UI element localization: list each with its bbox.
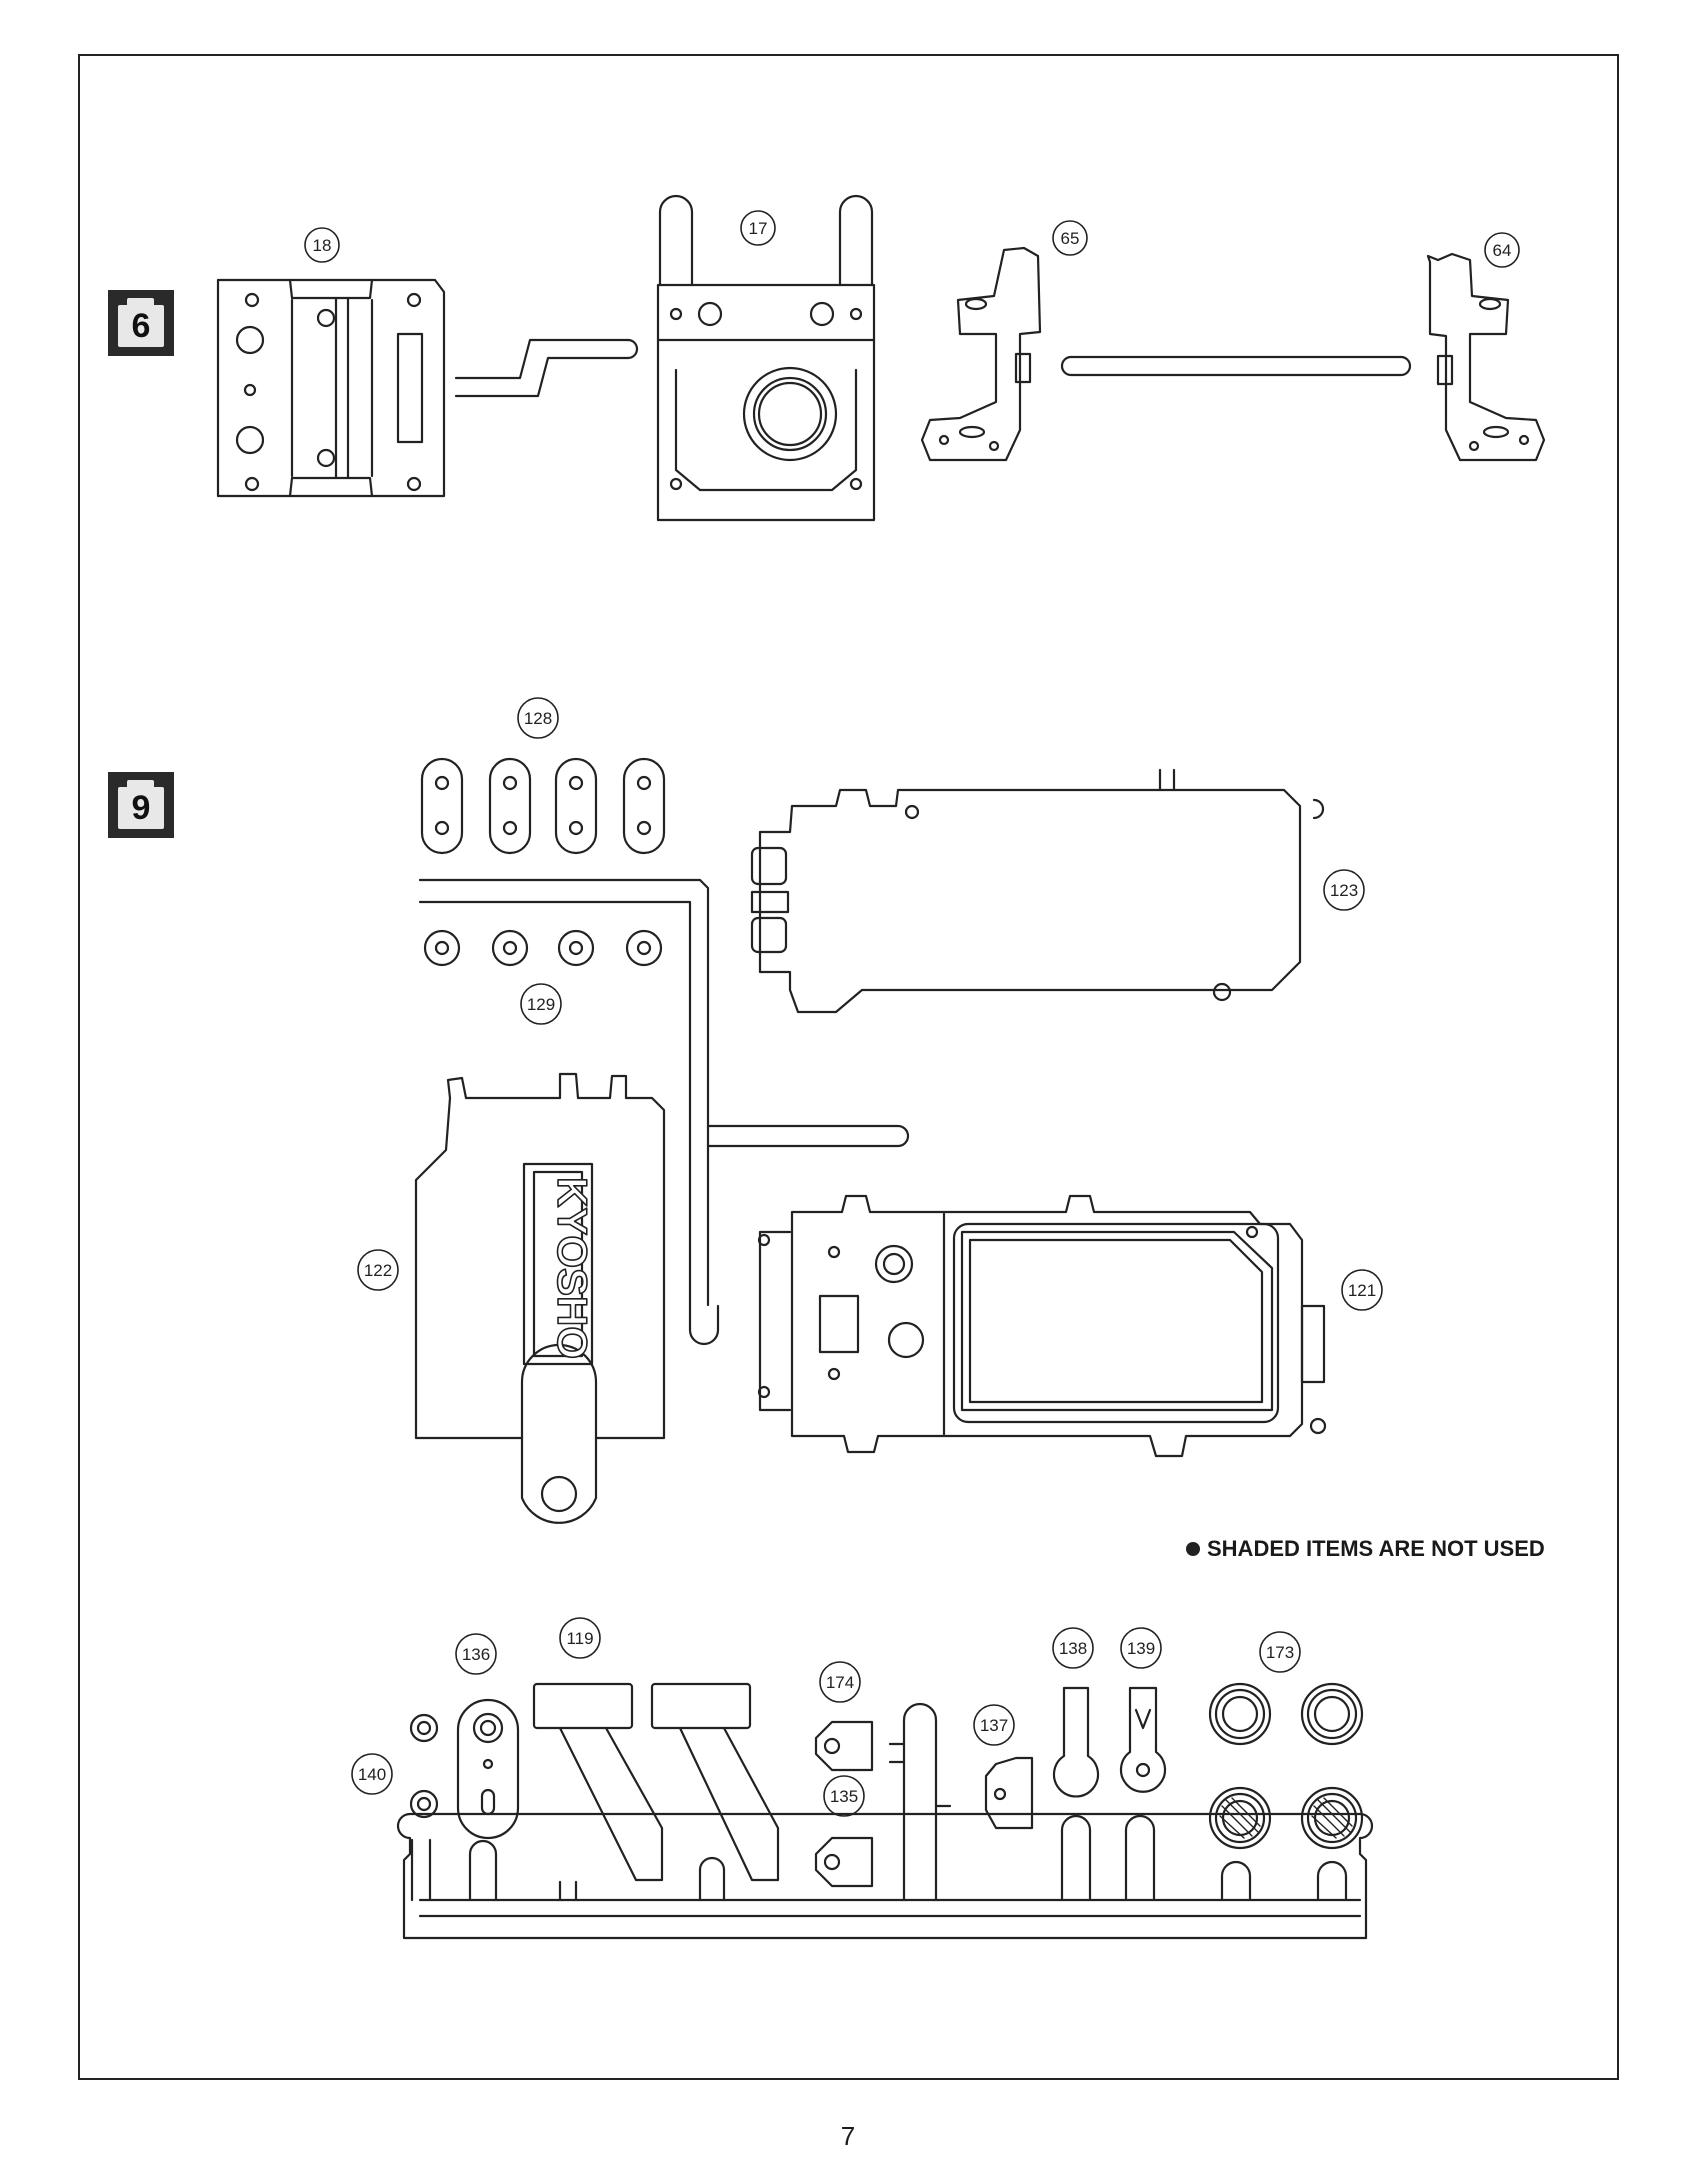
callout-64 xyxy=(1484,232,1520,268)
callout-136 xyxy=(455,1633,497,1675)
page-number: 7 xyxy=(840,2121,856,2151)
part-number-123: 123 xyxy=(1330,881,1358,900)
callout-139 xyxy=(1120,1627,1162,1669)
part-123-box-lid xyxy=(750,768,1325,1014)
callout-17 xyxy=(740,210,776,246)
part-number-135: 135 xyxy=(830,1787,858,1806)
part-121-box-base xyxy=(757,1194,1327,1458)
part-numbers: 18 17 65 64 128 129 123 122 121 136 119 … xyxy=(313,219,1512,1806)
notice: SHADED ITEMS ARE NOT USED xyxy=(1186,1536,1545,1562)
bullet-icon xyxy=(1186,1542,1200,1556)
callout-128 xyxy=(517,697,559,739)
part-number-137: 137 xyxy=(980,1716,1008,1735)
sprue-runner xyxy=(454,338,630,398)
part-number-140: 140 xyxy=(358,1765,386,1784)
sprue-runner xyxy=(706,1124,910,1148)
step-9-icon: 9 xyxy=(108,772,174,838)
part-129-washers xyxy=(423,929,663,967)
part-callouts xyxy=(304,210,1520,1817)
sprue-runner xyxy=(1060,355,1412,377)
part-number-17: 17 xyxy=(749,219,768,238)
part-number-122: 122 xyxy=(364,1261,392,1280)
callout-18 xyxy=(304,227,340,263)
part-140-washers xyxy=(409,1713,439,1819)
part-128-links xyxy=(420,757,666,855)
kyosho-logo: KYOSHO xyxy=(549,1177,596,1359)
part-119-pedals xyxy=(532,1682,780,1882)
part-135-tab xyxy=(814,1836,874,1888)
part-number-64: 64 xyxy=(1493,241,1512,260)
callout-140 xyxy=(351,1753,393,1795)
sprue-stubs xyxy=(410,1702,1348,1902)
part-139-arm xyxy=(1119,1686,1167,1793)
part-number-139: 139 xyxy=(1127,1639,1155,1658)
callout-129 xyxy=(520,983,562,1025)
part-number-121: 121 xyxy=(1348,1281,1376,1300)
callout-135 xyxy=(823,1775,865,1817)
callout-121 xyxy=(1341,1269,1383,1311)
part-number-173: 173 xyxy=(1266,1643,1294,1662)
callout-138 xyxy=(1052,1627,1094,1669)
callout-137 xyxy=(973,1704,1015,1746)
part-number-119: 119 xyxy=(566,1629,593,1648)
part-number-129: 129 xyxy=(527,995,555,1014)
sprue-runner xyxy=(418,1898,1362,1918)
part-173-bearings xyxy=(1208,1682,1364,1850)
sprue-frame xyxy=(396,1812,1374,1940)
notice-text: SHADED ITEMS ARE NOT USED xyxy=(1207,1536,1545,1561)
step-number: 9 xyxy=(118,787,164,829)
callout-119 xyxy=(559,1617,601,1659)
callout-174 xyxy=(819,1661,861,1703)
callout-123 xyxy=(1323,869,1365,911)
part-136-plate xyxy=(456,1698,520,1840)
callout-122 xyxy=(357,1249,399,1291)
part-65-bracket xyxy=(920,246,1042,462)
sprue-end xyxy=(626,338,639,360)
sprue-runner xyxy=(688,1303,720,1346)
page-border xyxy=(78,54,1619,2080)
part-number-18: 18 xyxy=(313,236,332,255)
step-6-icon: 6 xyxy=(108,290,174,356)
part-number-128: 128 xyxy=(524,709,552,728)
sprue-runner xyxy=(888,1742,952,1808)
callout-173 xyxy=(1259,1631,1301,1673)
part-64-bracket xyxy=(1426,252,1546,462)
sprue-runner xyxy=(418,878,710,1307)
part-18-plate xyxy=(216,278,446,498)
part-number-65: 65 xyxy=(1061,229,1080,248)
part-137-plate xyxy=(984,1756,1034,1830)
part-122-box xyxy=(414,1072,666,1524)
part-number-136: 136 xyxy=(462,1645,490,1664)
part-number-174: 174 xyxy=(826,1673,854,1692)
step-number: 6 xyxy=(118,305,164,347)
part-17-mount xyxy=(656,194,876,522)
callout-65 xyxy=(1052,220,1088,256)
part-174-tab xyxy=(814,1720,874,1772)
part-138-arm xyxy=(1052,1686,1100,1798)
part-number-138: 138 xyxy=(1059,1639,1087,1658)
